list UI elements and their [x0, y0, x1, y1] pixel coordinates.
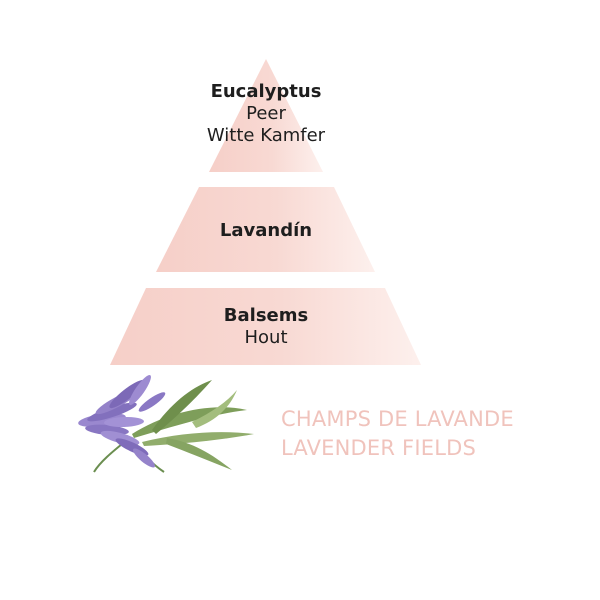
heart-notes: Lavandín [0, 220, 532, 242]
pyramid-top-tier [209, 59, 323, 172]
lavender-flower-icon [78, 375, 166, 468]
top-note-secondary-1: Peer [246, 103, 286, 124]
fragrance-title: CHAMPS DE LAVANDE LAVENDER FIELDS [281, 405, 514, 463]
pyramid-bottom-tier [110, 288, 421, 365]
fragrance-name-english: LAVENDER FIELDS [281, 436, 476, 460]
base-notes: Balsems Hout [0, 305, 532, 349]
pyramid-middle-tier [156, 187, 375, 272]
top-notes: Eucalyptus Peer Witte Kamfer [0, 81, 532, 147]
top-note-primary: Eucalyptus [210, 81, 322, 102]
heart-note-primary: Lavandín [219, 220, 313, 241]
top-note-secondary-2: Witte Kamfer [206, 125, 326, 146]
fragrance-name-french: CHAMPS DE LAVANDE [281, 407, 514, 431]
base-note-primary: Balsems [223, 305, 309, 326]
base-note-secondary-1: Hout [244, 327, 288, 348]
lavender-bouquet-illustration [78, 375, 254, 473]
